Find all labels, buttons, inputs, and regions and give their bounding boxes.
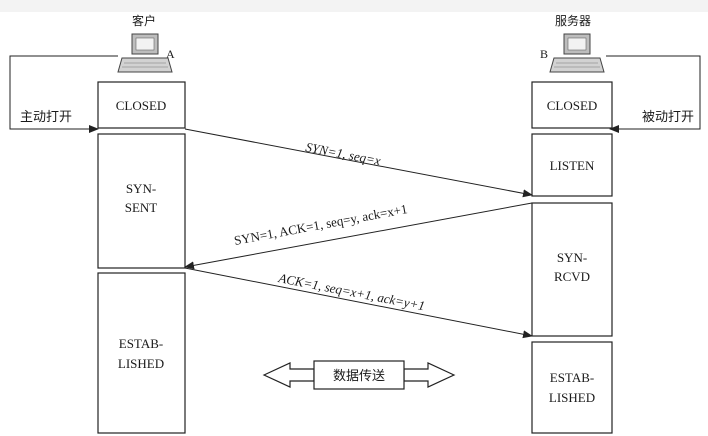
syn-ack-message-label: SYN=1, ACK=1, seq=y, ack=x+1 [233,201,409,248]
client-tag: A [166,47,175,61]
server-listen-label: LISTEN [550,158,595,173]
data-transfer-label: 数据传送 [333,369,385,384]
passive-open-connector [606,55,701,133]
client-computer-icon [117,33,173,73]
active-open-connector [9,55,118,133]
active-open-label: 主动打开 [20,110,72,125]
syn-ack-arrow [184,202,533,270]
data-transfer-right-arrow [403,362,456,388]
client-closed-box [97,81,186,129]
passive-open-label: 被动打开 [642,110,694,125]
server-established-box [531,341,613,434]
client-established-box [97,272,186,434]
data-transfer-box [313,360,405,390]
server-name: 服务器 [555,13,591,28]
server-tag: B [540,47,548,61]
client-syn-sent-box [97,133,186,269]
server-closed-box [531,81,613,129]
top-band [0,0,708,12]
client-syn-sent-line1: SYN- [126,181,156,196]
server-listen-box [531,133,613,197]
client-name: 客户 [132,13,156,28]
ack-message-label: ACK=1, seq=x+1, ack=y+1 [276,270,426,313]
server-closed-label: CLOSED [547,98,598,113]
client-closed-label: CLOSED [116,98,167,113]
server-established-line1: ESTAB- [550,370,594,385]
server-syn-rcvd-line1: SYN- [557,250,587,265]
ack-arrow [184,267,533,339]
server-syn-rcvd-line2: RCVD [554,269,590,284]
client-syn-sent-line2: SENT [125,200,158,215]
data-transfer-left-arrow [262,362,315,388]
server-syn-rcvd-box [531,202,613,337]
server-computer-icon [549,33,605,73]
client-established-line1: ESTAB- [119,336,163,351]
syn-message-label: SYN=1, seq=x [304,139,382,168]
syn-arrow [184,128,533,198]
server-established-line2: LISHED [549,390,595,405]
client-established-line2: LISHED [118,356,164,371]
